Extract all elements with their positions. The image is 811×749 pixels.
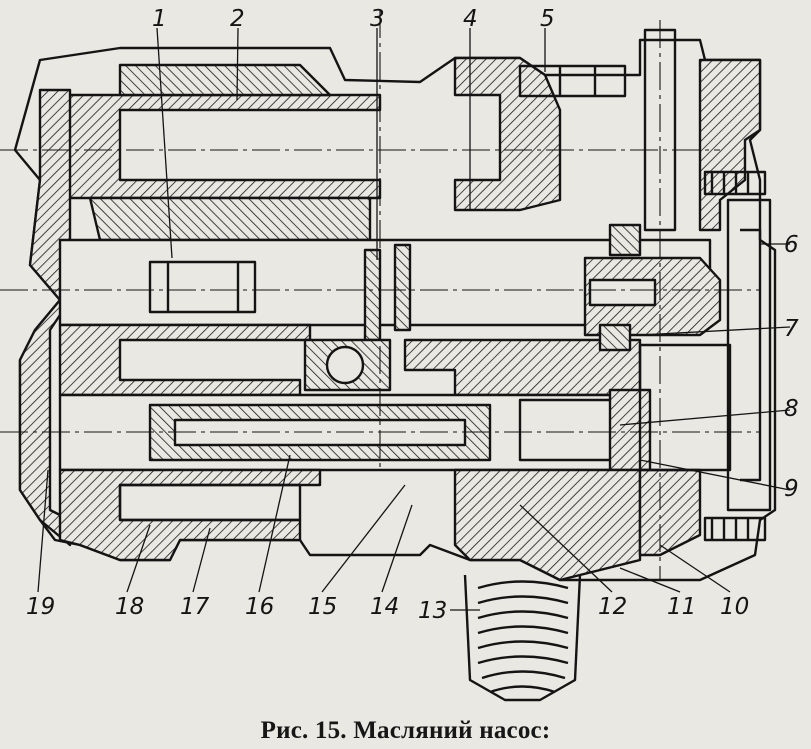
callout-6: 6 [784,232,799,258]
callout-12: 12 [598,594,627,620]
callout-19: 19 [26,594,55,620]
upper-housing-wall [58,93,382,200]
bolt-5 [518,64,627,98]
oil-hose-13 [463,574,582,702]
callout-8: 8 [784,396,799,422]
seal-upper [608,223,642,257]
bottom-bolt [703,516,767,542]
callout-16: 16 [245,594,274,620]
top-bolt [703,170,767,196]
seal-7 [598,323,632,352]
callout-13: 13 [418,598,447,624]
ball-bearing [325,345,365,385]
shaft-key [588,278,657,307]
seal-bellows [363,243,412,342]
upper-gear-body [118,63,332,97]
callout-2: 2 [230,6,245,32]
callout-3: 3 [370,6,385,32]
centre-lines [0,10,760,580]
leader-lines [37,27,791,611]
right-cover-inner [740,228,762,482]
callout-7: 7 [784,316,799,342]
lower-housing-right [453,468,642,582]
flange-plate-10 [638,468,702,557]
lower-gear-18 [118,483,302,522]
callout-4: 4 [463,6,478,32]
callout-1: 1 [152,6,167,32]
right-cover-plate [726,198,772,512]
middle-band [58,323,312,397]
shaft-gear-tooth [148,260,257,314]
callout-9: 9 [784,476,799,502]
figure-caption: Рис. 15. Масляний насос: [260,717,551,744]
central-flange [453,56,562,212]
upper-gear-lower [88,196,372,242]
lower-housing [58,468,322,562]
callout-5: 5 [540,6,555,32]
callout-18: 18 [115,594,144,620]
callout-14: 14 [370,594,399,620]
oil-pump-cross-section-drawing: 1 2 3 4 5 6 7 8 9 10 11 12 13 14 15 16 1… [0,6,799,702]
callout-10: 10 [720,594,749,620]
right-cap [698,58,762,232]
callout-17: 17 [180,594,210,620]
bushing-9 [608,388,652,472]
callout-15: 15 [308,594,337,620]
callout-11: 11 [667,594,696,620]
pulley-ring [638,343,732,472]
